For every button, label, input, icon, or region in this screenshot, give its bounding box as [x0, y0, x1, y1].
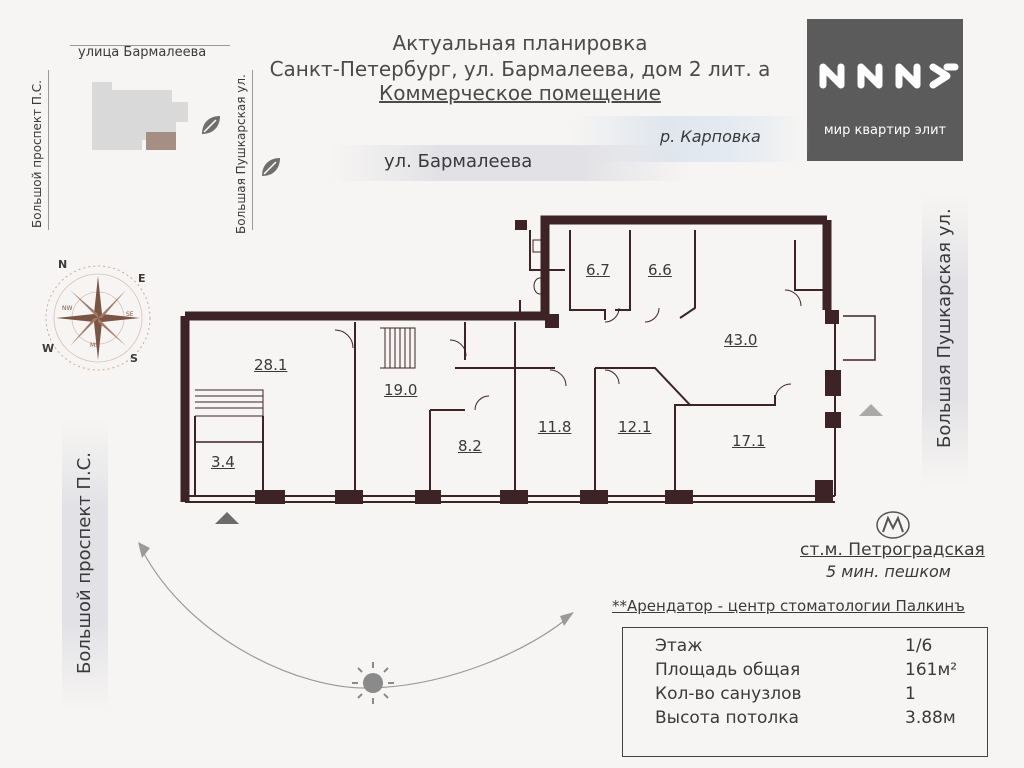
room-label: 12.1	[618, 418, 652, 436]
info-row-bathrooms: Кол-во санузлов 1	[655, 684, 975, 704]
room-label: 11.8	[538, 418, 572, 436]
sun-path-arc	[138, 542, 574, 689]
info-value: 1	[905, 684, 916, 704]
leaf-icon-2	[262, 158, 280, 176]
compass-w: W	[42, 342, 55, 355]
info-label: Площадь общая	[655, 660, 801, 680]
room-label: 17.1	[732, 432, 766, 450]
address-line: Санкт-Петербург, ул. Бармалеева, дом 2 л…	[269, 57, 771, 81]
title-line-1: Актуальная планировка	[392, 31, 648, 55]
compass-s: S	[130, 352, 138, 365]
logo-text: мир квартир элит	[823, 123, 947, 138]
mini-map-building	[92, 82, 188, 150]
leaf-icon	[202, 116, 220, 134]
mini-map-street-left: Большой проспект П.С.	[30, 80, 44, 228]
mini-map-street-top: улица Бармалеева	[78, 45, 207, 60]
logo-mark-icon	[819, 63, 959, 89]
info-label: Высота потолка	[655, 708, 799, 728]
compass-nw: NW	[62, 305, 73, 312]
street-band-left	[62, 420, 108, 710]
room-label: 8.2	[458, 437, 482, 455]
compass-n: N	[58, 258, 68, 271]
metro-icon	[876, 511, 910, 539]
info-value: 161м²	[905, 660, 958, 680]
room-label: 43.0	[724, 331, 758, 349]
street-label-top: ул. Бармалеева	[384, 151, 533, 172]
room-label: 6.6	[648, 261, 672, 279]
info-row-ceiling: Высота потолка 3.88м	[655, 708, 975, 728]
metro-walk-time: 5 мин. пешком	[826, 562, 951, 581]
mini-map-line-right	[252, 70, 253, 230]
compass-e: E	[138, 272, 146, 285]
info-label: Этаж	[655, 636, 703, 656]
info-row-floor: Этаж 1/6	[655, 636, 975, 656]
mini-map-line-left	[48, 70, 49, 230]
compass-se: SE	[126, 311, 134, 318]
sun-icon	[352, 662, 394, 704]
company-logo: мир квартир элит	[807, 19, 963, 161]
info-value: 3.88м	[905, 708, 956, 728]
compass-ms: MS	[90, 342, 99, 349]
room-label: 28.1	[254, 356, 288, 374]
info-value: 1/6	[905, 636, 933, 656]
room-label: 3.4	[211, 453, 235, 471]
street-label-right: Большая Пушкарская ул.	[934, 208, 955, 448]
street-band-top	[330, 145, 690, 181]
property-type: Коммерческое помещение	[379, 81, 661, 105]
street-label-left: Большой проспект П.С.	[74, 452, 95, 674]
info-label: Кол-во санузлов	[655, 684, 802, 704]
room-label: 6.7	[586, 261, 610, 279]
river-label: р. Карповка	[660, 127, 761, 146]
mini-map-line	[70, 45, 230, 46]
metro-station: ст.м. Петроградская	[800, 540, 985, 560]
property-info-box: Этаж 1/6 Площадь общая 161м² Кол-во сану…	[622, 627, 988, 757]
street-band-right	[922, 195, 968, 485]
compass-rose-icon	[45, 265, 151, 371]
room-label: 19.0	[384, 381, 418, 399]
tenant-note: **Арендатор - центр стоматологии Палкинъ	[612, 597, 965, 615]
floor-plan	[180, 215, 883, 524]
info-row-area: Площадь общая 161м²	[655, 660, 975, 680]
